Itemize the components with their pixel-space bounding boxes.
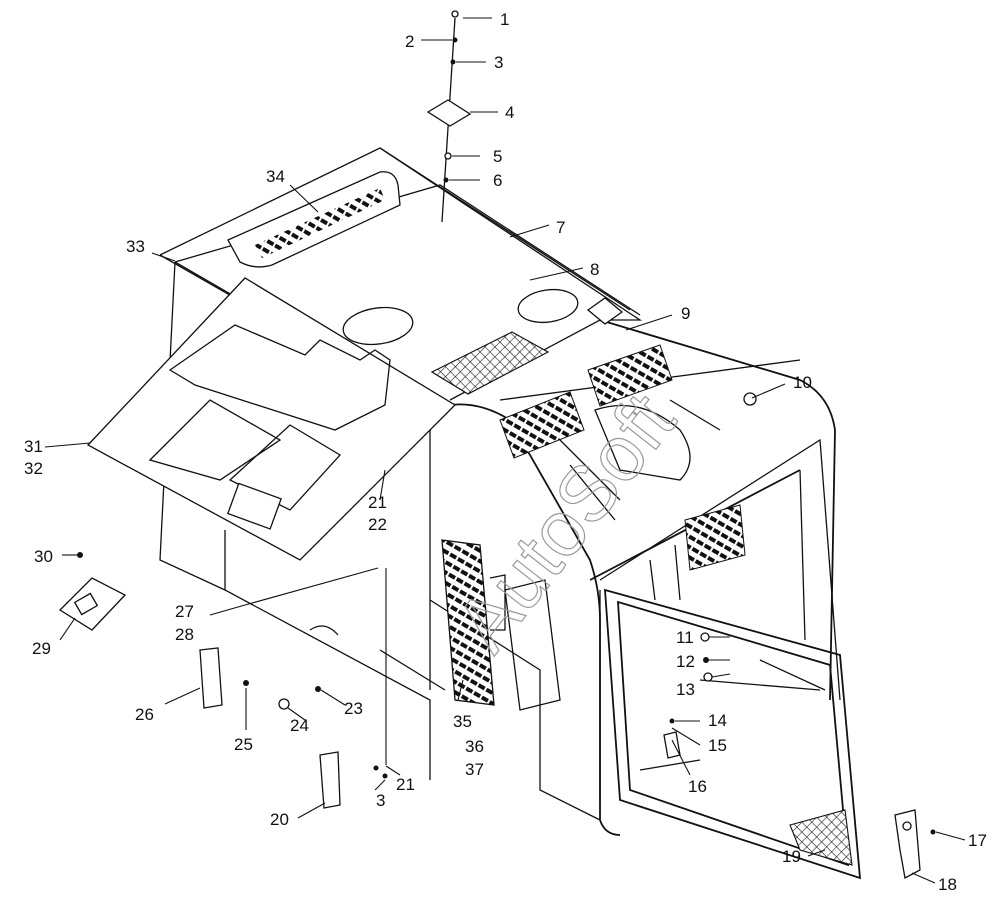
hinge-assembly (426, 10, 624, 325)
callout-33: 33 (126, 237, 145, 256)
callout-18: 18 (938, 875, 957, 894)
callout-17: 17 (968, 831, 987, 850)
callout-29: 29 (32, 639, 51, 658)
callout-11: 11 (676, 628, 694, 647)
callout-23: 23 (344, 699, 363, 718)
callout-10: 10 (793, 373, 812, 392)
callout-34: 34 (266, 167, 285, 186)
callout-15: 15 (708, 736, 727, 755)
side-roof-vents (499, 344, 721, 521)
callout-32: 32 (24, 459, 43, 478)
callout-3: 3 (494, 53, 503, 72)
callout-22: 22 (368, 515, 387, 534)
callout-20: 20 (270, 810, 289, 829)
callout-13: 13 (676, 680, 695, 699)
callout-30: 30 (34, 547, 53, 566)
callout-27: 27 (175, 602, 194, 621)
callout-35: 35 (453, 712, 472, 731)
callout-21: 21 (368, 493, 387, 512)
door-frame (604, 588, 862, 880)
roof-openings (342, 288, 579, 395)
callout-9: 9 (681, 304, 690, 323)
door-latch (894, 809, 921, 879)
callout-2: 2 (405, 32, 414, 51)
callout-3b: 3 (376, 791, 385, 810)
callout-6: 6 (493, 171, 502, 190)
leader-lines (44, 17, 966, 884)
callout-21b: 21 (396, 775, 415, 794)
callout-5: 5 (493, 147, 502, 166)
callout-8: 8 (590, 260, 599, 279)
side-window-mesh (441, 539, 561, 711)
callout-12: 12 (676, 652, 695, 671)
callout-4: 4 (505, 103, 514, 122)
callout-28: 28 (175, 625, 194, 644)
callout-36: 36 (465, 737, 484, 756)
callout-24: 24 (290, 716, 309, 735)
callout-16: 16 (688, 777, 707, 796)
callout-1: 1 (500, 10, 509, 29)
callout-14: 14 (708, 711, 727, 730)
callout-37: 37 (465, 760, 484, 779)
roof-vent-panel (227, 171, 401, 268)
callout-26: 26 (135, 705, 154, 724)
headliner-panel (86, 277, 457, 561)
callout-19: 19 (782, 847, 801, 866)
interior-grille (684, 504, 746, 571)
callout-labels: 1 2 3 4 5 6 7 8 9 10 11 12 13 14 15 16 1… (24, 10, 987, 894)
small-parts (58, 392, 936, 835)
callout-31: 31 (24, 437, 43, 456)
callout-7: 7 (556, 218, 565, 237)
callout-25: 25 (234, 735, 253, 754)
